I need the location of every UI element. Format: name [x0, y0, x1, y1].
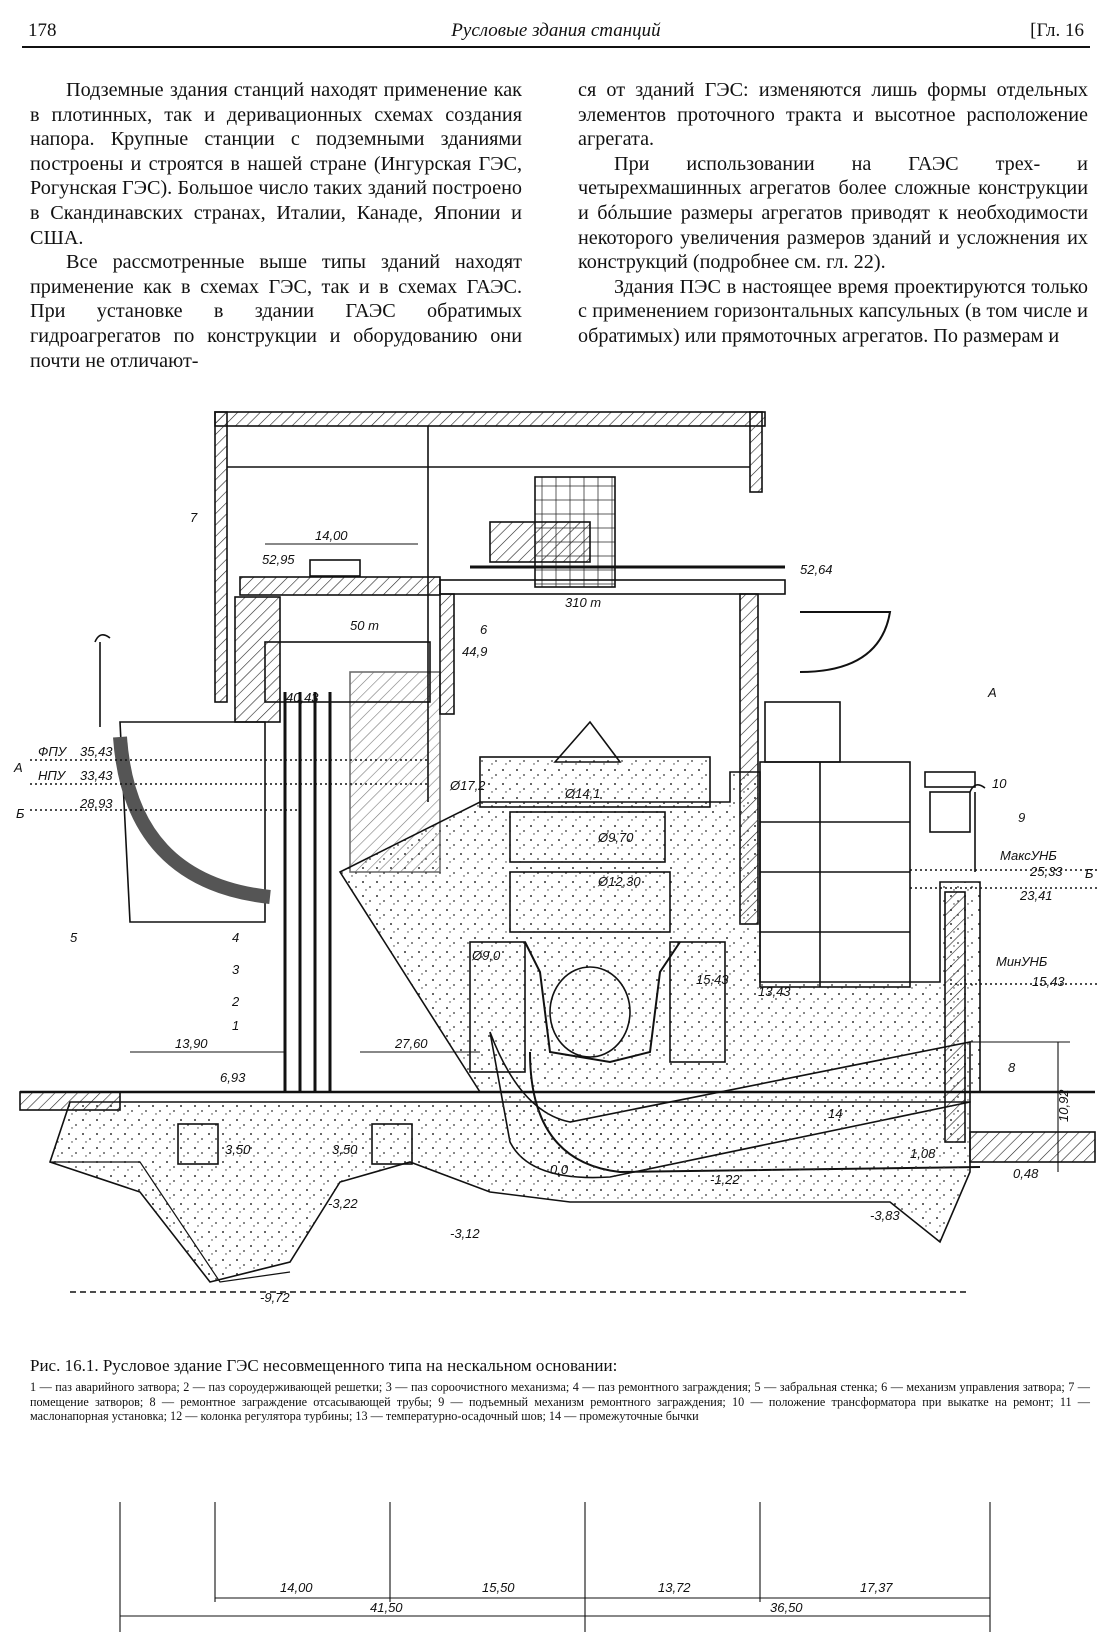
- diam-14-1: Ø14,1: [564, 786, 600, 801]
- paragraph: Все рассмотренные выше типы зданий наход…: [30, 251, 522, 372]
- npu-label: НПУ: [38, 768, 67, 783]
- label-2: 2: [231, 994, 240, 1009]
- elev-6-93: 6,93: [220, 1070, 246, 1085]
- dim-3-50-a: 3,50: [225, 1142, 251, 1157]
- label-9: 9: [1018, 810, 1025, 825]
- dim-3-50-b: 3,50: [332, 1142, 358, 1157]
- paragraph: При использовании на ГАЭС трех- и четыре…: [578, 152, 1088, 274]
- chapter-marker: [Гл. 16: [1030, 20, 1084, 41]
- elev-minus-3-12: -3,12: [450, 1226, 480, 1241]
- paragraph: ся от зданий ГЭС: изменяются лишь формы …: [578, 79, 1088, 151]
- dim-14-00-top: 14,00: [315, 528, 348, 543]
- min-tailwater-label: МинУНБ: [996, 954, 1048, 969]
- diam-9-70: Ø9,70: [597, 830, 634, 845]
- paragraph: Здания ПЭС в настоящее время проектируют…: [578, 275, 1088, 347]
- elev-28-93: 28,93: [79, 796, 113, 811]
- label-6: 6: [480, 622, 488, 637]
- diam-17-2: Ø17,2: [449, 778, 486, 793]
- label-4: 4: [232, 930, 239, 945]
- elev-40-43: 40,43: [286, 690, 319, 705]
- paragraph: Подземные здания станций находят примене…: [30, 79, 522, 249]
- label-3: 3: [232, 962, 240, 977]
- max-tailwater-label: МаксУНБ: [1000, 848, 1057, 863]
- elev-minus-9-72: -9,72: [260, 1290, 290, 1305]
- engineering-drawing: 7 6 5 4 3 2 1 8 9 10 14 14,00 310 т 50 т…: [13, 411, 1100, 1632]
- elev-0-0: 0,0: [550, 1162, 569, 1177]
- section-b-left: Б: [16, 806, 25, 821]
- elev-15-43: 15,43: [696, 972, 729, 987]
- label-1: 1: [232, 1018, 239, 1033]
- running-title: Русловые здания станций: [451, 20, 661, 41]
- elev-25-33: 25,33: [1029, 864, 1063, 879]
- elev-23-41: 23,41: [1019, 888, 1053, 903]
- elev-15-43-tailwater: 15,43: [1032, 974, 1065, 989]
- elev-52-95: 52,95: [262, 552, 295, 567]
- dim-36-50: 36,50: [770, 1600, 803, 1615]
- dim-17-37: 17,37: [860, 1580, 893, 1595]
- elev-minus-1-22: -1,22: [710, 1172, 740, 1187]
- elev-13-43: 13,43: [758, 984, 791, 999]
- crane-310t: 310 т: [565, 595, 601, 610]
- label-10: 10: [992, 776, 1007, 791]
- dim-27-60: 27,60: [394, 1036, 428, 1051]
- page-number: 178: [28, 20, 57, 41]
- fpu-label: ФПУ: [38, 744, 68, 759]
- elev-minus-3-83: -3,83: [870, 1208, 900, 1223]
- diam-9-0: Ø9,0: [471, 948, 501, 963]
- elev-52-64: 52,64: [800, 562, 833, 577]
- caption-title: Рис. 16.1. Русловое здание ГЭС несовмеще…: [30, 1356, 618, 1375]
- elev-0-48: 0,48: [1013, 1166, 1039, 1181]
- caption-legend: 1 — паз аварийного затвора; 2 — паз соро…: [30, 1380, 1090, 1424]
- elev-minus-3-22: -3,22: [328, 1196, 358, 1211]
- diam-12-30: Ø12,30: [597, 874, 641, 889]
- label-5: 5: [70, 930, 78, 945]
- npu-value: 33,43: [80, 768, 113, 783]
- text-column-left: Подземные здания станций находят примене…: [30, 78, 522, 373]
- figure-hpp-section: 7 6 5 4 3 2 1 8 9 10 14 14,00 310 т 50 т…: [10, 402, 1102, 1652]
- dim-10-92: 10,92: [1056, 1089, 1071, 1122]
- page-header: 178 Русловые здания станций [Гл. 16: [22, 12, 1090, 48]
- label-7: 7: [190, 510, 198, 525]
- section-a-right: А: [987, 685, 997, 700]
- dim-13-72: 13,72: [658, 1580, 691, 1595]
- section-a-left: А: [13, 760, 23, 775]
- label-8: 8: [1008, 1060, 1016, 1075]
- dim-13-90: 13,90: [175, 1036, 208, 1051]
- elev-1-08: 1,08: [910, 1146, 936, 1161]
- fpu-value: 35,43: [80, 744, 113, 759]
- dim-14-00: 14,00: [280, 1580, 313, 1595]
- figure-caption: Рис. 16.1. Русловое здание ГЭС несовмеще…: [30, 1356, 1090, 1424]
- text-column-right: ся от зданий ГЭС: изменяются лишь формы …: [578, 78, 1088, 349]
- dim-41-50: 41,50: [370, 1600, 403, 1615]
- crane-50t: 50 т: [350, 618, 379, 633]
- section-b-right: Б: [1085, 866, 1094, 881]
- label-14: 14: [828, 1106, 842, 1121]
- elev-44-9: 44,9: [462, 644, 487, 659]
- dim-15-50: 15,50: [482, 1580, 515, 1595]
